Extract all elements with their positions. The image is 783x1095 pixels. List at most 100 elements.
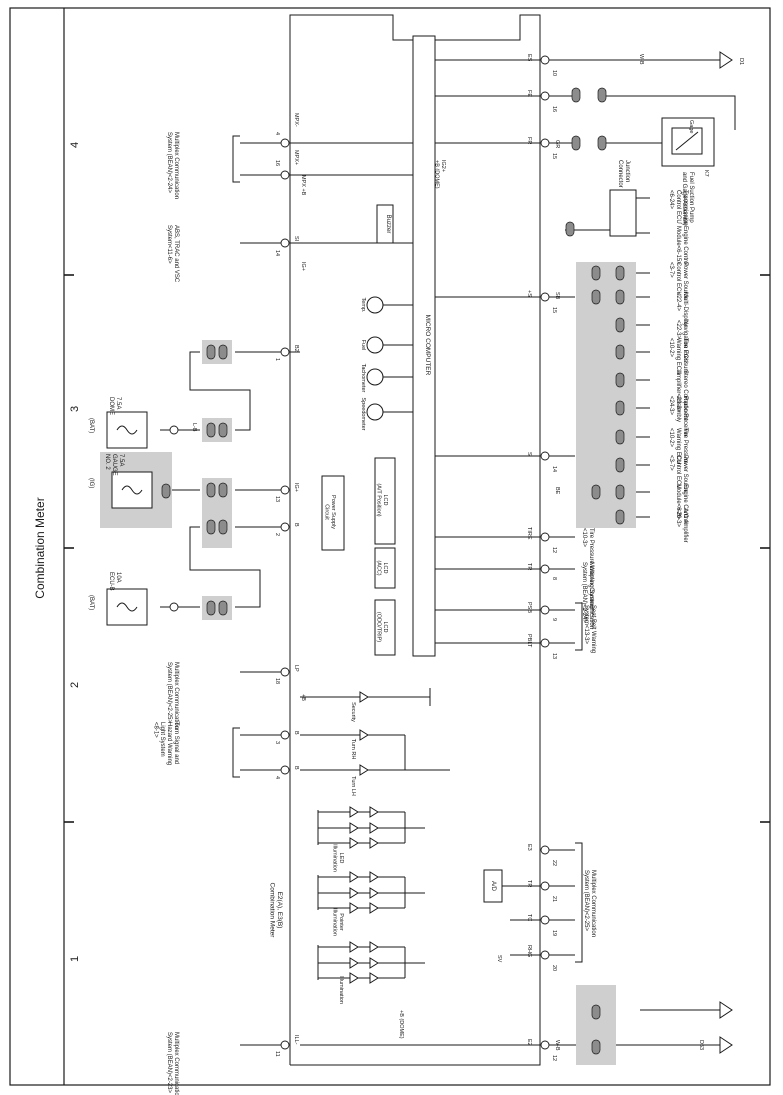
- pin-b-3: [280, 730, 290, 740]
- mpx-b-label: MPX +B: [300, 175, 306, 196]
- wire-w-b-top: W-B: [638, 54, 644, 65]
- pin-label-lp: LP: [293, 665, 299, 672]
- section-ticks: [64, 274, 770, 823]
- connector-k7: K7: [703, 170, 709, 177]
- pin-psb: [540, 605, 550, 615]
- pin-num-plus-s: 15: [551, 307, 557, 313]
- pin-tire: [540, 532, 550, 542]
- micro-computer-label: MICRO COMPUTER: [424, 315, 431, 376]
- fuse-gauge-circuit: (IG): [88, 478, 94, 488]
- pin-ig: [280, 485, 290, 495]
- device-engine-control-module-15: Engine ControlModule<6-15>: [675, 226, 688, 266]
- junction-connector-ah2: [609, 189, 637, 237]
- wire-w-b-bottom: W-B: [554, 1040, 560, 1051]
- pin-label-rhg: RHG: [526, 945, 532, 957]
- device-power-source-ecu-1: Power SourceControl ECU<3-7>: [668, 262, 688, 300]
- device-tire-pressure-ecu-2: Tire PressureWarning ECU<10-2>: [668, 428, 688, 464]
- led-illumination-group: [317, 806, 425, 849]
- fuse-gauge: [100, 452, 172, 528]
- pin-e2: [540, 1040, 550, 1050]
- gauge-tachometer: [366, 368, 413, 386]
- pin-label-tc: TC: [526, 914, 532, 921]
- section-number-2: 2: [69, 682, 81, 688]
- security-led: [300, 688, 431, 706]
- pin-s: [540, 451, 550, 461]
- device-navigation-ecu: Navigation ECU<22-3>: [675, 320, 688, 363]
- device-tire-pressure-system: Tire Pressure Warning System<10-3>: [581, 528, 594, 609]
- turn-rh-label: Turn RH: [350, 739, 356, 760]
- fuse-dome-circuit: (BAT): [88, 418, 94, 433]
- section-number-4: 4: [69, 142, 81, 148]
- pointer-illumination-group: [317, 871, 425, 914]
- pin-label-psb: PSB: [526, 602, 532, 613]
- device-seat-belt-warning: Seat Belt WarningSystem<13-3>: [583, 605, 596, 653]
- device-gage: Gage: [688, 120, 694, 133]
- device-ac-amplifier: A/C Amplifier<26-3>: [675, 508, 688, 543]
- pin-label-plus-s: +S: [526, 290, 532, 297]
- pin-num-b-4: 4: [274, 776, 280, 779]
- lcd-position-block: [374, 457, 396, 545]
- led-illumination-label: LEDIllumination: [332, 844, 344, 872]
- device-multi-display: Multi-Display<22-4>: [675, 292, 688, 326]
- pin-lp: [280, 667, 290, 677]
- pin-b2: [280, 347, 290, 357]
- dome-label-bottom: +B (DOME): [398, 1010, 404, 1039]
- right-junction-bank: [565, 87, 650, 1065]
- gauge-label-temp: Temp.: [360, 298, 366, 313]
- pin-label-b-4: B: [293, 766, 299, 770]
- pin-num-tc: 19: [551, 930, 557, 936]
- pin-mpx-plus: [280, 170, 290, 180]
- connector-e1: D1: [738, 58, 744, 65]
- device-mpx-bean-2-25: Multiplex CommunicationSystem (BEAN)<2-2…: [583, 870, 596, 937]
- pin-label-es: ES: [526, 54, 532, 62]
- pin-label-e2: E2: [526, 1039, 532, 1046]
- pin-label-tr: TR: [526, 563, 532, 570]
- pin-num-tr: 8: [551, 577, 557, 580]
- device-radio-receiver: Radio ReceiverAssembly<24-3>: [668, 396, 688, 437]
- pin-label-mpx-plus: MPX+: [293, 150, 299, 165]
- pin-num-mpx-plus: 16: [274, 160, 280, 166]
- power-supply-block: [321, 475, 345, 551]
- ref-mpx-bean-2-23: Multiplex CommunicationSystem (BEAN)<2-2…: [166, 1032, 179, 1095]
- pointer-illumination-label: PointerIllumination: [332, 908, 344, 936]
- gauge-speedometer: [366, 403, 413, 421]
- pin-num-ig: 13: [274, 496, 280, 502]
- pin-num-e2: 12: [551, 1055, 557, 1061]
- power-supply-label: Power SupplyCircuit: [324, 495, 336, 529]
- pin-num-lp: 18: [274, 678, 280, 684]
- ig-plus-label: IG+: [300, 262, 306, 271]
- pin-label-e3: E3: [526, 844, 532, 851]
- device-transmission-ecu: TransmissionControl ECU<6-24>: [668, 190, 688, 225]
- ref-abs-trac-vsc: ABS, TRAC and VSCSystem<11-6>: [166, 225, 179, 283]
- pin-num-psb: 9: [551, 618, 557, 621]
- micro-computer-block: [412, 35, 436, 657]
- connector-d53: D53: [698, 1040, 704, 1050]
- page-frame: [9, 7, 771, 1086]
- pin-num-mpx-minus: 4: [274, 132, 280, 135]
- pin-num-tire: 12: [551, 547, 557, 553]
- pin-label-s: S: [526, 452, 532, 456]
- illumination-group: [317, 941, 425, 984]
- meter-title: E2(A), E3(B)Combination Meter: [269, 883, 283, 939]
- ground-e1-icon: [719, 51, 733, 69]
- connector-labels: D1 D53 K7 W-B GR BE SB L-B W-B: [191, 54, 744, 1051]
- pin-num-e3: 22: [551, 860, 557, 866]
- device-junction-connector: JunctionConnector: [617, 160, 630, 188]
- ref-turn-signal: Turn Signal andHazard WarningLight Syste…: [152, 722, 179, 765]
- right-pins: [540, 55, 550, 1050]
- right-device-labels: Fuel Suction Pumpand Gage Assembly Gage …: [581, 120, 694, 937]
- pin-label-fe: FE: [526, 90, 532, 97]
- ref-mpx-bean-2-25: Multiplex CommunicationSystem (BEAN)<2-2…: [166, 662, 179, 729]
- pin-tr-2: [540, 881, 550, 891]
- pin-b-4: [280, 765, 290, 775]
- pin-num-b: 2: [274, 533, 280, 536]
- left-pins: [280, 138, 290, 1050]
- left-external-wiring: [160, 135, 281, 1046]
- pin-num-rhg: 20: [551, 965, 557, 971]
- security-label: Security: [350, 702, 356, 722]
- pin-label-pblt: PBLT: [526, 634, 532, 648]
- pin-num-tr-2: 21: [551, 896, 557, 902]
- device-stereo-amplifier: Stereo ComponentAmplifier<23-3>: [675, 370, 688, 421]
- lcd-odo-block: [374, 599, 396, 656]
